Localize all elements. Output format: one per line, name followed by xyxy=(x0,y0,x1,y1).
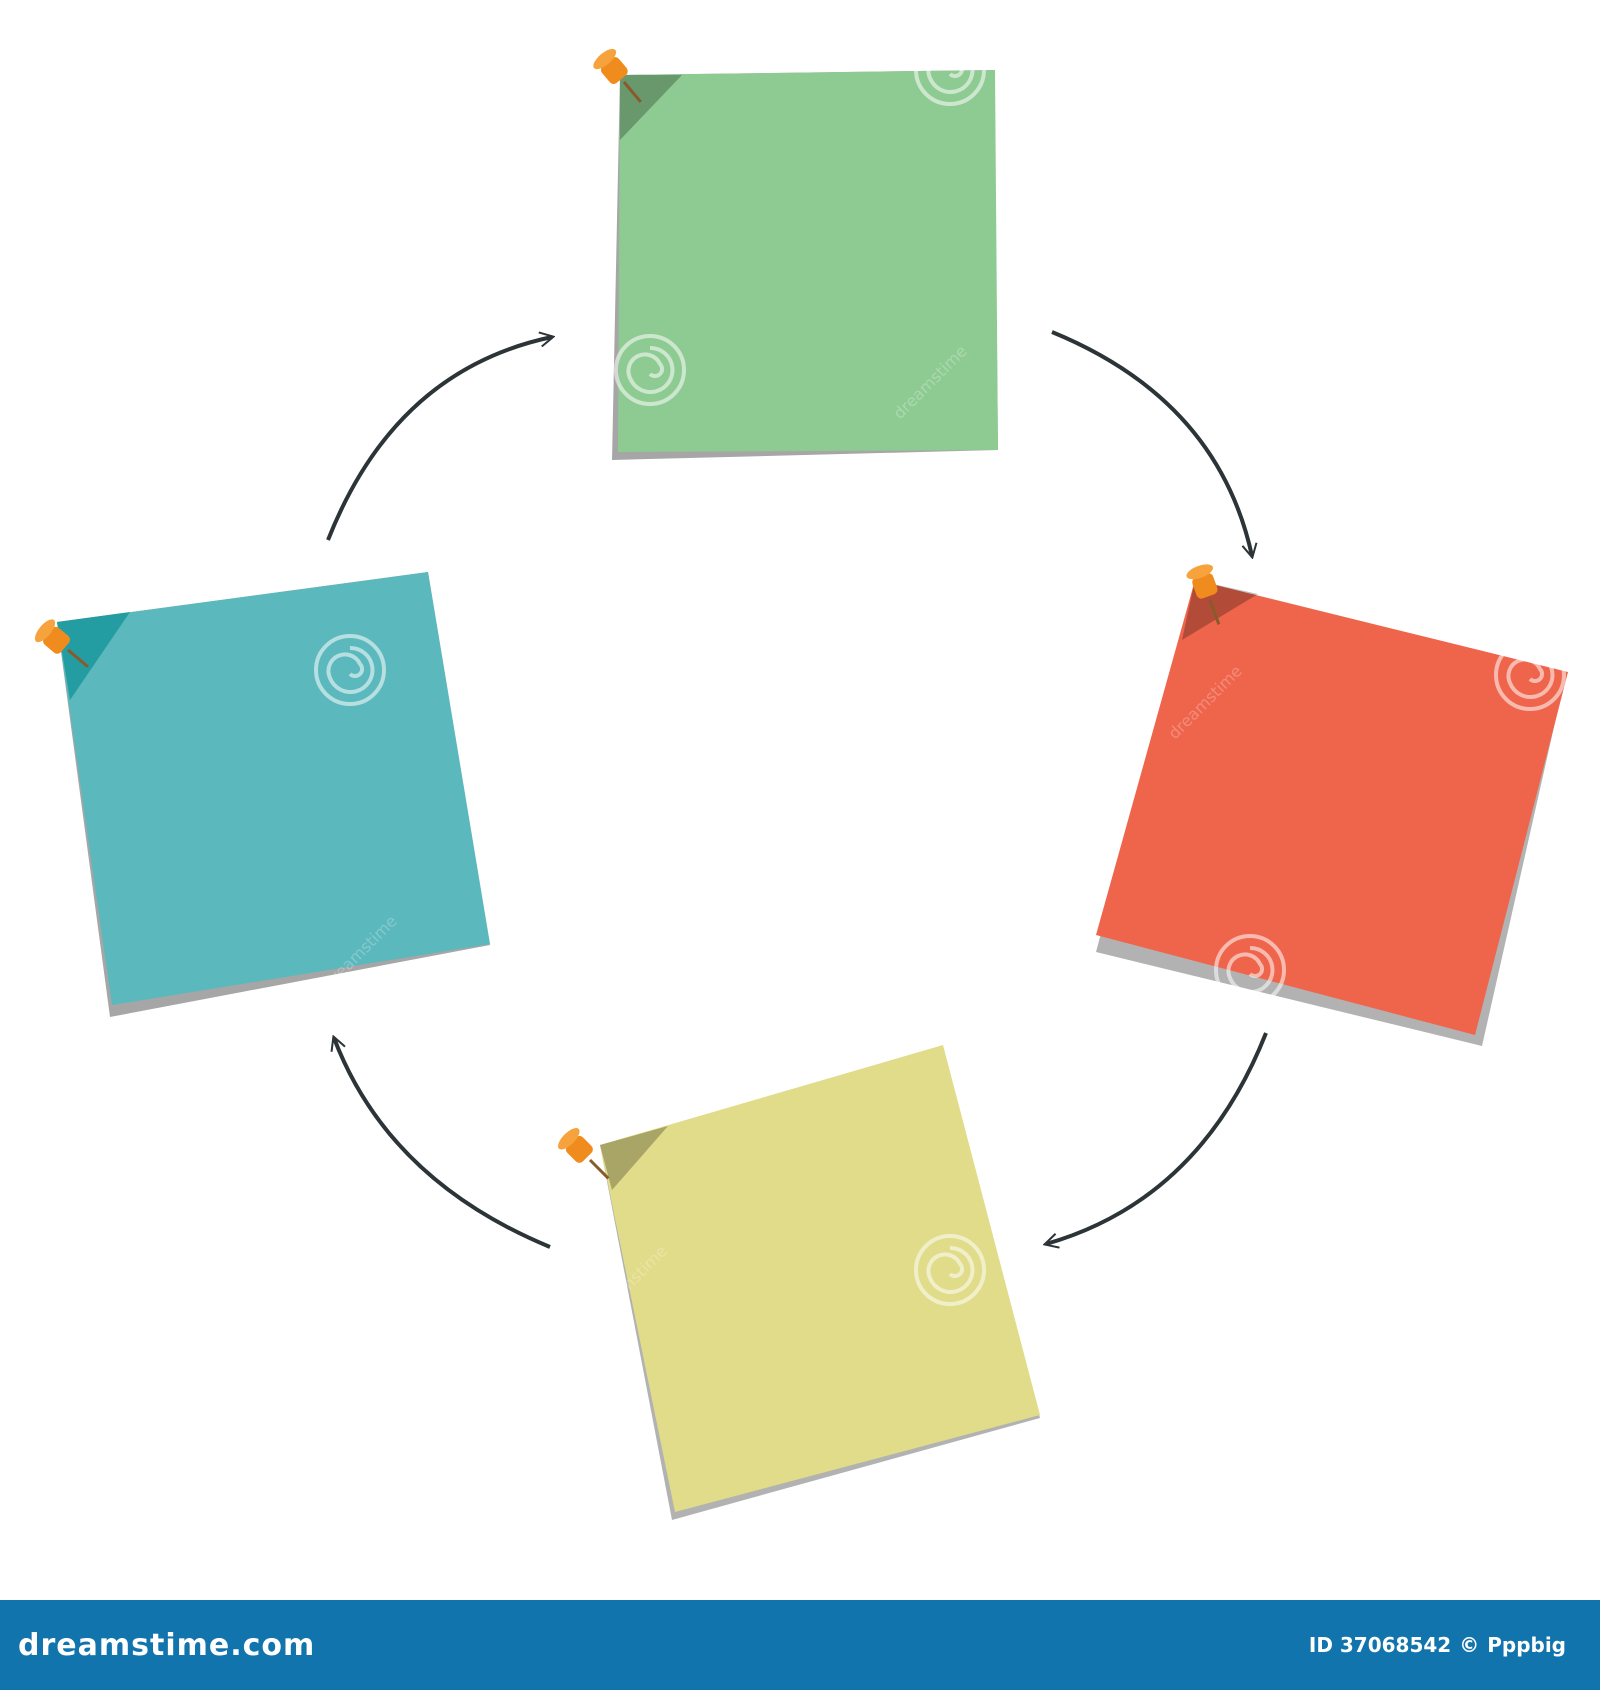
note-corner-fold xyxy=(57,612,130,700)
arrow-green-to-red xyxy=(1051,330,1252,556)
note-corner-fold xyxy=(600,1126,668,1190)
sticky-note-yellow xyxy=(558,1045,1040,1520)
note-body xyxy=(600,1045,1040,1512)
footer-credit: ID 37068542 © Pppbig xyxy=(1309,1633,1566,1657)
note-body xyxy=(1096,580,1568,1035)
footer-brand[interactable]: dreamstime.com xyxy=(18,1627,316,1663)
sticky-note-red xyxy=(1096,564,1568,1046)
arrow-teal-to-green xyxy=(326,337,552,541)
sticky-note-teal xyxy=(34,572,490,1017)
pushpin-icon xyxy=(558,1128,610,1180)
spiral-logo-icon xyxy=(914,34,986,106)
pushpin-icon xyxy=(34,619,89,668)
copyright-icon: © xyxy=(1459,1633,1480,1657)
footer-bar: dreamstime.com ID 37068542 © Pppbig xyxy=(0,1600,1600,1690)
pushpin-icon xyxy=(593,48,642,103)
cycle-diagram: dreamstime dreamstime dreamstime dreamst… xyxy=(34,34,1568,1520)
note-corner-fold xyxy=(620,75,682,140)
note-body xyxy=(618,70,998,452)
sticky-note-green xyxy=(593,48,998,460)
arrow-red-to-yellow xyxy=(1046,1032,1268,1244)
image-id: ID 37068542 xyxy=(1308,1633,1452,1657)
arrow-yellow-to-teal xyxy=(334,1038,551,1249)
note-body xyxy=(57,572,490,1005)
author-name[interactable]: Pppbig xyxy=(1487,1633,1566,1657)
pushpin-icon xyxy=(1186,564,1221,625)
